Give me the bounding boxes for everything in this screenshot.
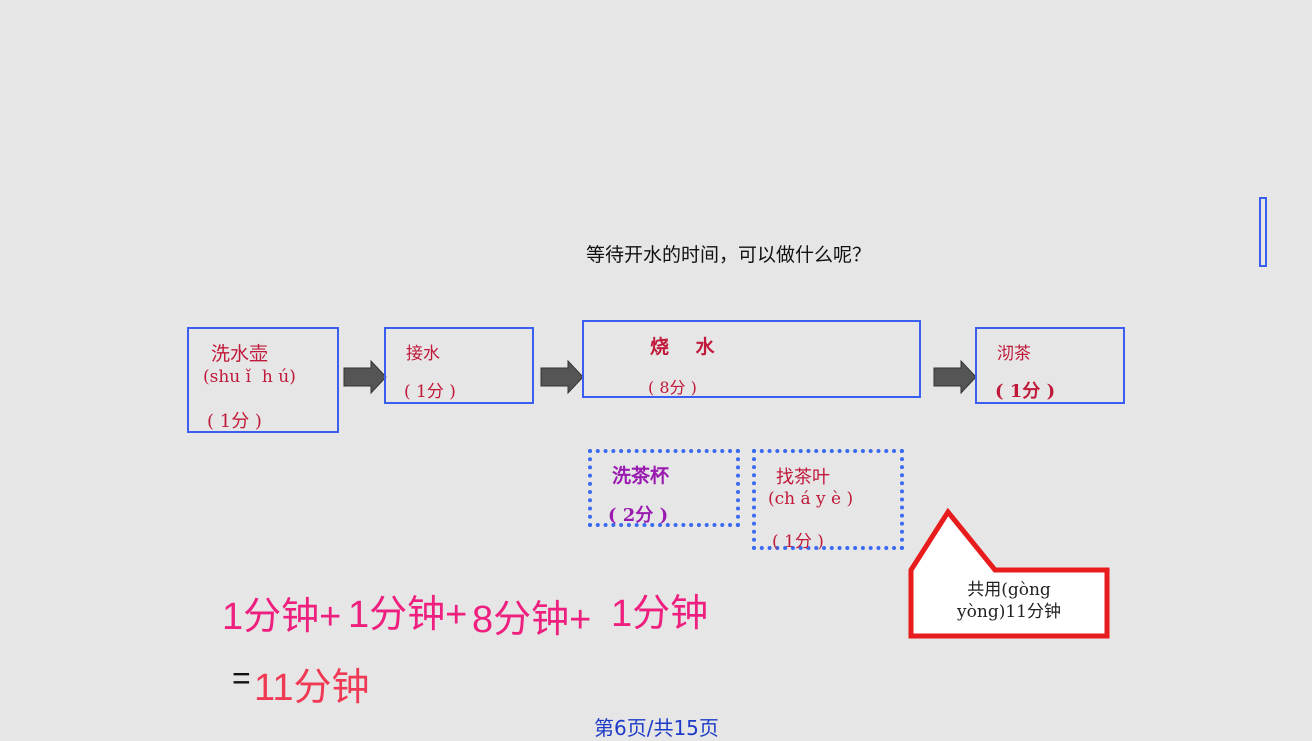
step-box-wash-kettle: 洗水壶 (shu ǐ h ú) ( 1分 )	[187, 327, 339, 433]
sum-part-1: 1分钟+	[222, 596, 342, 638]
step-time: ( 1分 )	[995, 381, 1056, 402]
step-box-get-water: 接水 ( 1分 )	[384, 327, 534, 404]
sum-part-2: 1分钟+	[348, 594, 468, 636]
parallel-time: ( 2分 )	[608, 505, 669, 526]
callout-line-2: yòng)11分钟	[957, 602, 1061, 622]
arrow-right-icon	[540, 360, 584, 394]
sum-result: 11分钟	[254, 667, 370, 709]
parallel-time: ( 1分 )	[772, 532, 824, 552]
step-pinyin: (shu ǐ h ú)	[203, 367, 296, 387]
step-box-make-tea: 沏茶 ( 1分 )	[975, 327, 1125, 404]
parallel-box-wash-cups: 洗茶杯 ( 2分 )	[588, 449, 740, 527]
arrow-right-icon	[343, 360, 387, 394]
sum-equals: =	[232, 660, 251, 696]
parallel-label: 找茶叶	[776, 467, 830, 488]
sum-part-4: 1分钟	[611, 593, 709, 635]
callout-text: 共用(gòng yòng)11分钟	[912, 579, 1106, 623]
sum-part-3: 8分钟+	[472, 599, 592, 641]
callout-bubble	[908, 507, 1110, 639]
step-label: 烧 水	[650, 336, 715, 358]
callout-line-1: 共用(gòng	[967, 580, 1051, 600]
step-label: 接水	[406, 344, 440, 364]
step-label: 沏茶	[997, 344, 1031, 364]
step-time: ( 8分 )	[648, 378, 697, 397]
arrow-right-icon	[933, 360, 977, 394]
parallel-box-find-tea: 找茶叶 (ch á y è ) ( 1分 )	[752, 449, 904, 552]
step-time: ( 1分 )	[404, 382, 456, 402]
question-title: 等待开水的时间，可以做什么呢？	[586, 244, 872, 266]
parallel-label: 洗茶杯	[612, 465, 670, 487]
page-footer: 第6页/共15页	[594, 716, 719, 740]
parallel-pinyin: (ch á y è )	[768, 489, 854, 509]
step-label: 洗水壶	[211, 343, 269, 365]
step-time: ( 1分 )	[207, 411, 262, 432]
step-box-boil-water: 烧 水 ( 8分 )	[582, 320, 921, 398]
scroll-marker[interactable]	[1259, 197, 1267, 267]
